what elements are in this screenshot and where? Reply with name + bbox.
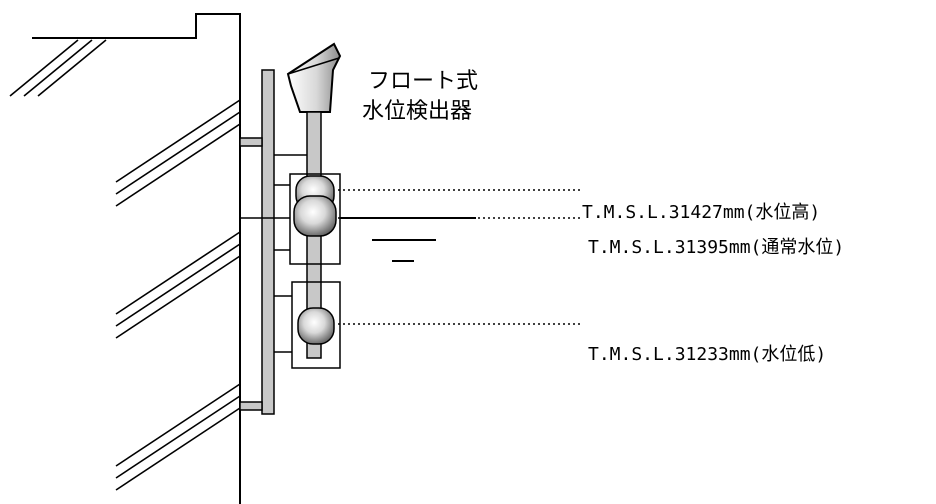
level-label-high: T.M.S.L.31427mm(水位高)	[582, 202, 820, 223]
anchor-brackets	[239, 137, 263, 411]
detector-label-line1: フロート式	[368, 69, 478, 94]
float-ball-lower	[297, 307, 335, 345]
leader-lines	[338, 189, 580, 325]
water-surface-symbol	[340, 217, 476, 262]
detector-head	[286, 42, 342, 113]
detector-label-line2: 水位検出器	[362, 99, 472, 124]
level-label-low: T.M.S.L.31233mm(水位低)	[588, 344, 826, 365]
float-balls	[293, 175, 337, 345]
float-ball-middle	[293, 195, 337, 237]
mounting-rail	[261, 69, 275, 415]
wall-outline	[32, 13, 241, 504]
level-label-normal: T.M.S.L.31395mm(通常水位)	[588, 237, 844, 258]
earth-hatching	[9, 39, 241, 491]
